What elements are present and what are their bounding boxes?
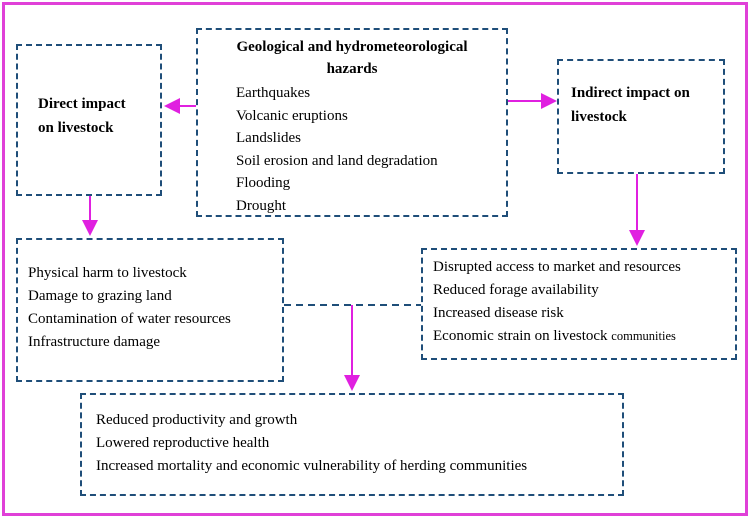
- hazards-title-line2: hazards: [326, 61, 378, 77]
- indirect-effect-item: Reduced forage availability: [433, 282, 599, 298]
- direct-effect-item: Contamination of water resources: [28, 311, 231, 327]
- direct-effect-item: Physical harm to livestock: [28, 265, 187, 281]
- hazard-item: Landslides: [236, 130, 301, 146]
- indirect-effect-item: Disrupted access to market and resources: [433, 259, 681, 275]
- direct-impact-box: Direct impact on livestock: [16, 44, 162, 196]
- hazard-item: Volcanic eruptions: [236, 107, 348, 124]
- direct-effects-box: Physical harm to livestock Damage to gra…: [16, 238, 284, 382]
- hazard-item: Earthquakes: [236, 85, 311, 101]
- diagram-frame: [2, 2, 748, 516]
- hazard-item: Flooding: [236, 175, 291, 191]
- hazard-item: Soil erosion and land degradation: [236, 152, 438, 169]
- outcome-item: Lowered reproductive health: [96, 435, 270, 451]
- hazard-item: Drought: [236, 197, 286, 214]
- indirect-effect-last-main: Economic strain on livestock: [433, 328, 608, 344]
- indirect-effect-item: Increased disease risk: [433, 305, 564, 321]
- indirect-effect-item-last: Economic strain on livestock communities: [433, 325, 735, 348]
- indirect-effects-box: Disrupted access to market and resources…: [421, 248, 737, 360]
- indirect-impact-line2: livestock: [571, 109, 627, 125]
- direct-effect-item: Infrastructure damage: [28, 334, 161, 350]
- direct-impact-line1: Direct impact: [38, 96, 126, 112]
- outcomes-box: Reduced productivity and growth Lowered …: [80, 393, 624, 496]
- direct-effect-item: Damage to grazing land: [28, 288, 172, 304]
- hazards-title-line1: Geological and hydrometeorological: [236, 39, 468, 55]
- indirect-impact-box: Indirect impact on livestock: [557, 59, 725, 174]
- indirect-impact-line1: Indirect impact on: [571, 85, 690, 101]
- outcome-item: Increased mortality and economic vulnera…: [96, 458, 528, 474]
- outcome-item: Reduced productivity and growth: [96, 412, 298, 428]
- hazards-list: Earthquakes Volcanic eruptions Landslide…: [236, 82, 506, 217]
- hazards-box: Geological and hydrometeorological hazar…: [196, 28, 508, 217]
- direct-impact-line2: on livestock: [38, 120, 114, 136]
- indirect-effect-last-small: communities: [611, 329, 676, 343]
